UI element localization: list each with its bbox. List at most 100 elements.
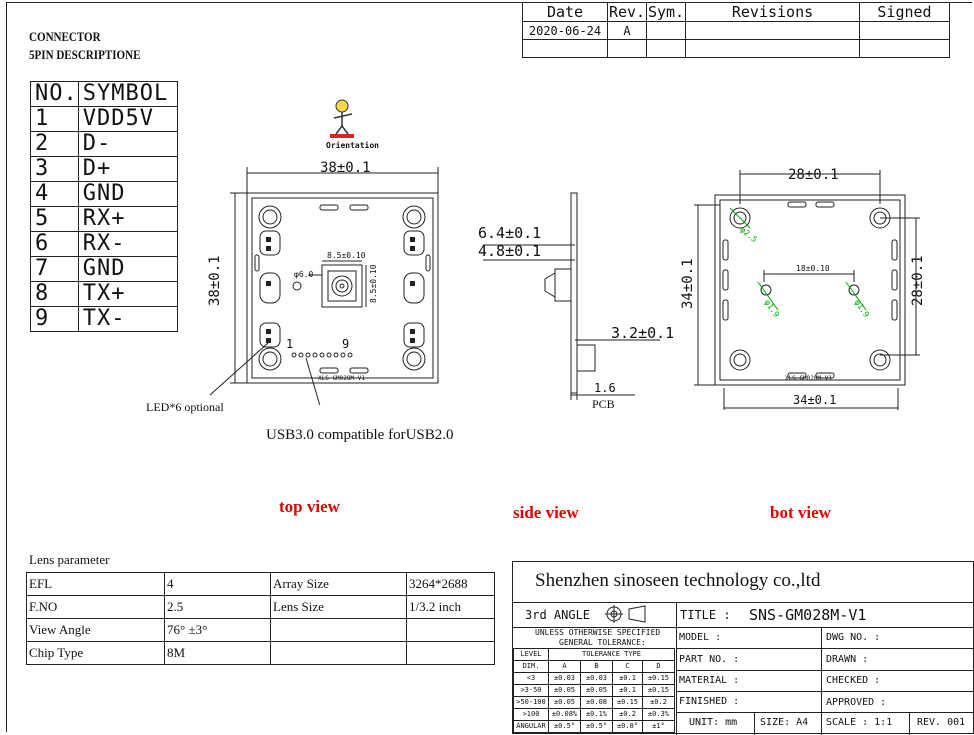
side-dim-a: 6.4±0.1 bbox=[478, 224, 542, 242]
side-view-label: side view bbox=[513, 503, 579, 522]
pin-symbol: VDD5V bbox=[77, 106, 178, 132]
rev-header-signed: Signed bbox=[859, 2, 950, 22]
revision-table: Date Rev. Sym. Revisions Signed 2020-06-… bbox=[522, 2, 950, 58]
pin-no: 8 bbox=[30, 281, 79, 307]
lens-cell bbox=[270, 618, 407, 642]
lens-cell bbox=[406, 641, 495, 665]
lens-cell: 76° ±3° bbox=[164, 618, 271, 642]
drawn-label: DRAWN : bbox=[826, 654, 869, 665]
top-height-dim: 38±0.1 bbox=[207, 255, 223, 306]
bot-left-dim: 34±0.1 bbox=[680, 258, 696, 309]
tol-cell: ±0.05 bbox=[548, 684, 581, 697]
usb-note: USB3.0 compatible forUSB2.0 bbox=[266, 427, 454, 443]
pin-header-symbol: SYMBOL bbox=[77, 81, 178, 107]
rev-cell bbox=[607, 39, 647, 58]
bot-view-drawing bbox=[694, 170, 920, 410]
tol-cell: ±0.3% bbox=[642, 708, 675, 721]
company-name: Shenzhen sinoseen technology co.,ltd bbox=[535, 570, 821, 591]
pin-no: 6 bbox=[30, 231, 79, 257]
dwg-no-label: DWG NO. : bbox=[826, 632, 881, 643]
mounting-holes bbox=[258, 205, 426, 371]
top-width-dim: 38±0.1 bbox=[320, 160, 371, 176]
pin-no: 4 bbox=[30, 181, 79, 207]
tol-level: LEVEL bbox=[513, 648, 549, 661]
tol-cell: ±0.8° bbox=[612, 720, 643, 733]
projection-angle: 3rd ANGLE bbox=[525, 608, 591, 622]
tol-cell: ±0.03 bbox=[580, 672, 613, 685]
rev-cell bbox=[859, 39, 950, 58]
bot-bottom-dim: 34±0.1 bbox=[793, 393, 837, 407]
rev-cell bbox=[685, 21, 860, 40]
tolerance-table: LEVEL TOLERANCE TYPE DIM. A B C D <3 ±0.… bbox=[513, 648, 675, 733]
bot-view-label: bot view bbox=[770, 503, 831, 522]
rev-cell bbox=[685, 39, 860, 58]
tol-head-2: GENERAL TOLERANCE: bbox=[559, 638, 646, 647]
tol-cell: ANGULAR bbox=[513, 720, 549, 733]
tol-cell: ±0.5° bbox=[580, 720, 613, 733]
tol-cell: ±0.15 bbox=[642, 672, 675, 685]
lens-cell: 2.5 bbox=[164, 595, 271, 619]
lens-cell: Array Size bbox=[270, 572, 407, 596]
side-dim-d: 1.6 bbox=[594, 381, 616, 395]
pin-symbol: TX- bbox=[77, 306, 178, 332]
pin-symbol: RX- bbox=[77, 231, 178, 257]
material-label: MATERIAL : bbox=[679, 675, 740, 686]
side-dim-c: 3.2±0.1 bbox=[611, 324, 675, 342]
rev-header-date: Date bbox=[522, 2, 608, 22]
led-note: LED*6 optional bbox=[146, 400, 224, 414]
rev-cell bbox=[522, 39, 608, 58]
tol-cell: ±0.1 bbox=[612, 684, 643, 697]
drawing-frame bbox=[6, 2, 972, 732]
projection-symbol-icon bbox=[605, 605, 646, 623]
tol-cell: >100 bbox=[513, 708, 549, 721]
pin-symbol: RX+ bbox=[77, 206, 178, 232]
tol-col: C bbox=[612, 660, 643, 673]
lens-table: EFL 4 Array Size 3264*2688 F.NO 2.5 Lens… bbox=[26, 572, 495, 665]
rev-cell bbox=[859, 21, 950, 40]
rev-cell: 2020-06-24 bbox=[522, 21, 608, 40]
tol-cell: >50-100 bbox=[513, 696, 549, 709]
tol-cell: ±0.03 bbox=[548, 672, 581, 685]
top-view-drawing bbox=[209, 167, 439, 405]
lens-width-dim: 8.5±0.10 bbox=[327, 251, 366, 260]
orientation-figure-icon bbox=[330, 99, 354, 138]
tol-cell: ±0.15 bbox=[642, 684, 675, 697]
pin-no: 5 bbox=[30, 206, 79, 232]
part-no-label: PART NO. : bbox=[679, 654, 740, 665]
pin-symbol: D+ bbox=[77, 156, 178, 182]
pin-no: 9 bbox=[30, 306, 79, 332]
bot-board-label: XLS-GM028M-V1 bbox=[785, 375, 832, 382]
lens-cell: 3264*2688 bbox=[406, 572, 495, 596]
lens-cell: View Angle bbox=[26, 618, 165, 642]
lens-cell: Lens Size bbox=[270, 595, 407, 619]
model-label: MODEL : bbox=[679, 632, 722, 643]
lens-module bbox=[308, 260, 367, 308]
tol-cell: ±0.2 bbox=[642, 696, 675, 709]
title-value: SNS-GM028M-V1 bbox=[749, 606, 867, 624]
tol-col: D bbox=[642, 660, 675, 673]
tol-cell: ±0.08% bbox=[548, 708, 581, 721]
lens-cell bbox=[406, 618, 495, 642]
title-block: Shenzhen sinoseen technology co.,ltd 3rd… bbox=[512, 561, 974, 735]
approved-label: APPROVED : bbox=[826, 697, 887, 708]
pin-symbol: TX+ bbox=[77, 281, 178, 307]
tol-cell: ±0.1 bbox=[612, 672, 643, 685]
tol-col: B bbox=[580, 660, 613, 673]
tol-col: A bbox=[548, 660, 581, 673]
pin-header-no: NO. bbox=[30, 81, 79, 107]
lens-cell bbox=[270, 641, 407, 665]
lens-title: Lens parameter bbox=[29, 552, 110, 567]
connector-pins bbox=[291, 352, 353, 358]
pin-no: 2 bbox=[30, 131, 79, 157]
top-view-label: top view bbox=[279, 497, 340, 516]
lens-cell: F.NO bbox=[26, 595, 165, 619]
tol-type: TOLERANCE TYPE bbox=[548, 648, 675, 661]
size-label: SIZE: A4 bbox=[760, 717, 809, 728]
tol-cell: ±0.05 bbox=[548, 696, 581, 709]
rev-cell: A bbox=[607, 21, 647, 40]
tol-cell: ±0.2 bbox=[612, 708, 643, 721]
pin-symbol: GND bbox=[77, 181, 178, 207]
pin-symbol: GND bbox=[77, 256, 178, 282]
tol-cell: ±0.05 bbox=[580, 684, 613, 697]
